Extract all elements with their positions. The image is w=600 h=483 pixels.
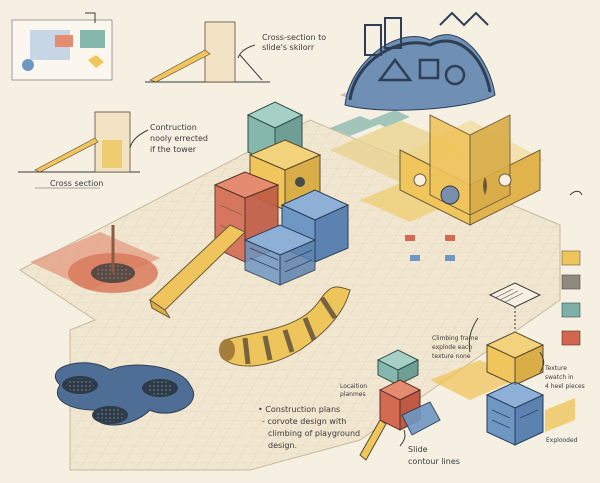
note-construction-plans: • Construction plans - corvote design wi…: [258, 405, 363, 450]
note-exploded: Explooded: [546, 437, 578, 444]
note-cross-section: Cross section: [50, 179, 103, 188]
sketch-tower-section: [18, 111, 140, 189]
climbing-dome: [344, 11, 496, 111]
annotation-lines: [85, 12, 583, 447]
swatch-teal: [561, 302, 581, 318]
play-tower: [213, 101, 350, 286]
sketch-slide-section: [145, 21, 270, 83]
exploded-tower: [485, 282, 575, 446]
note-slide-contour: Slide contour lines: [408, 445, 460, 466]
carousel: [68, 225, 158, 293]
note-texture-swatch: Texture swatch in 4 heel pieces: [544, 365, 585, 390]
main-slide: [149, 224, 246, 319]
swatch-grey: [561, 274, 581, 290]
spinner-platform: [54, 362, 195, 426]
panel-maze: [395, 114, 545, 226]
sketch-plan: [11, 19, 113, 81]
mini-tower: [359, 349, 441, 461]
note-location-planes: Locaition planmes: [340, 383, 369, 398]
annotations: Cross-section to slide's skilorr Contruc…: [50, 33, 585, 466]
note-cross-section-slide: Cross-section to slide's skilorr: [262, 33, 329, 52]
note-construction-tower: Contruction nooly errected if the tower: [150, 123, 211, 154]
swatch-red: [561, 330, 581, 346]
swatch-yellow: [561, 250, 581, 266]
spring-riders: [405, 235, 455, 261]
texture-swatches: [561, 250, 581, 346]
note-climbing-frame: Climbing frame explode each texture none: [432, 335, 480, 360]
crawl-tunnel: [219, 286, 351, 367]
